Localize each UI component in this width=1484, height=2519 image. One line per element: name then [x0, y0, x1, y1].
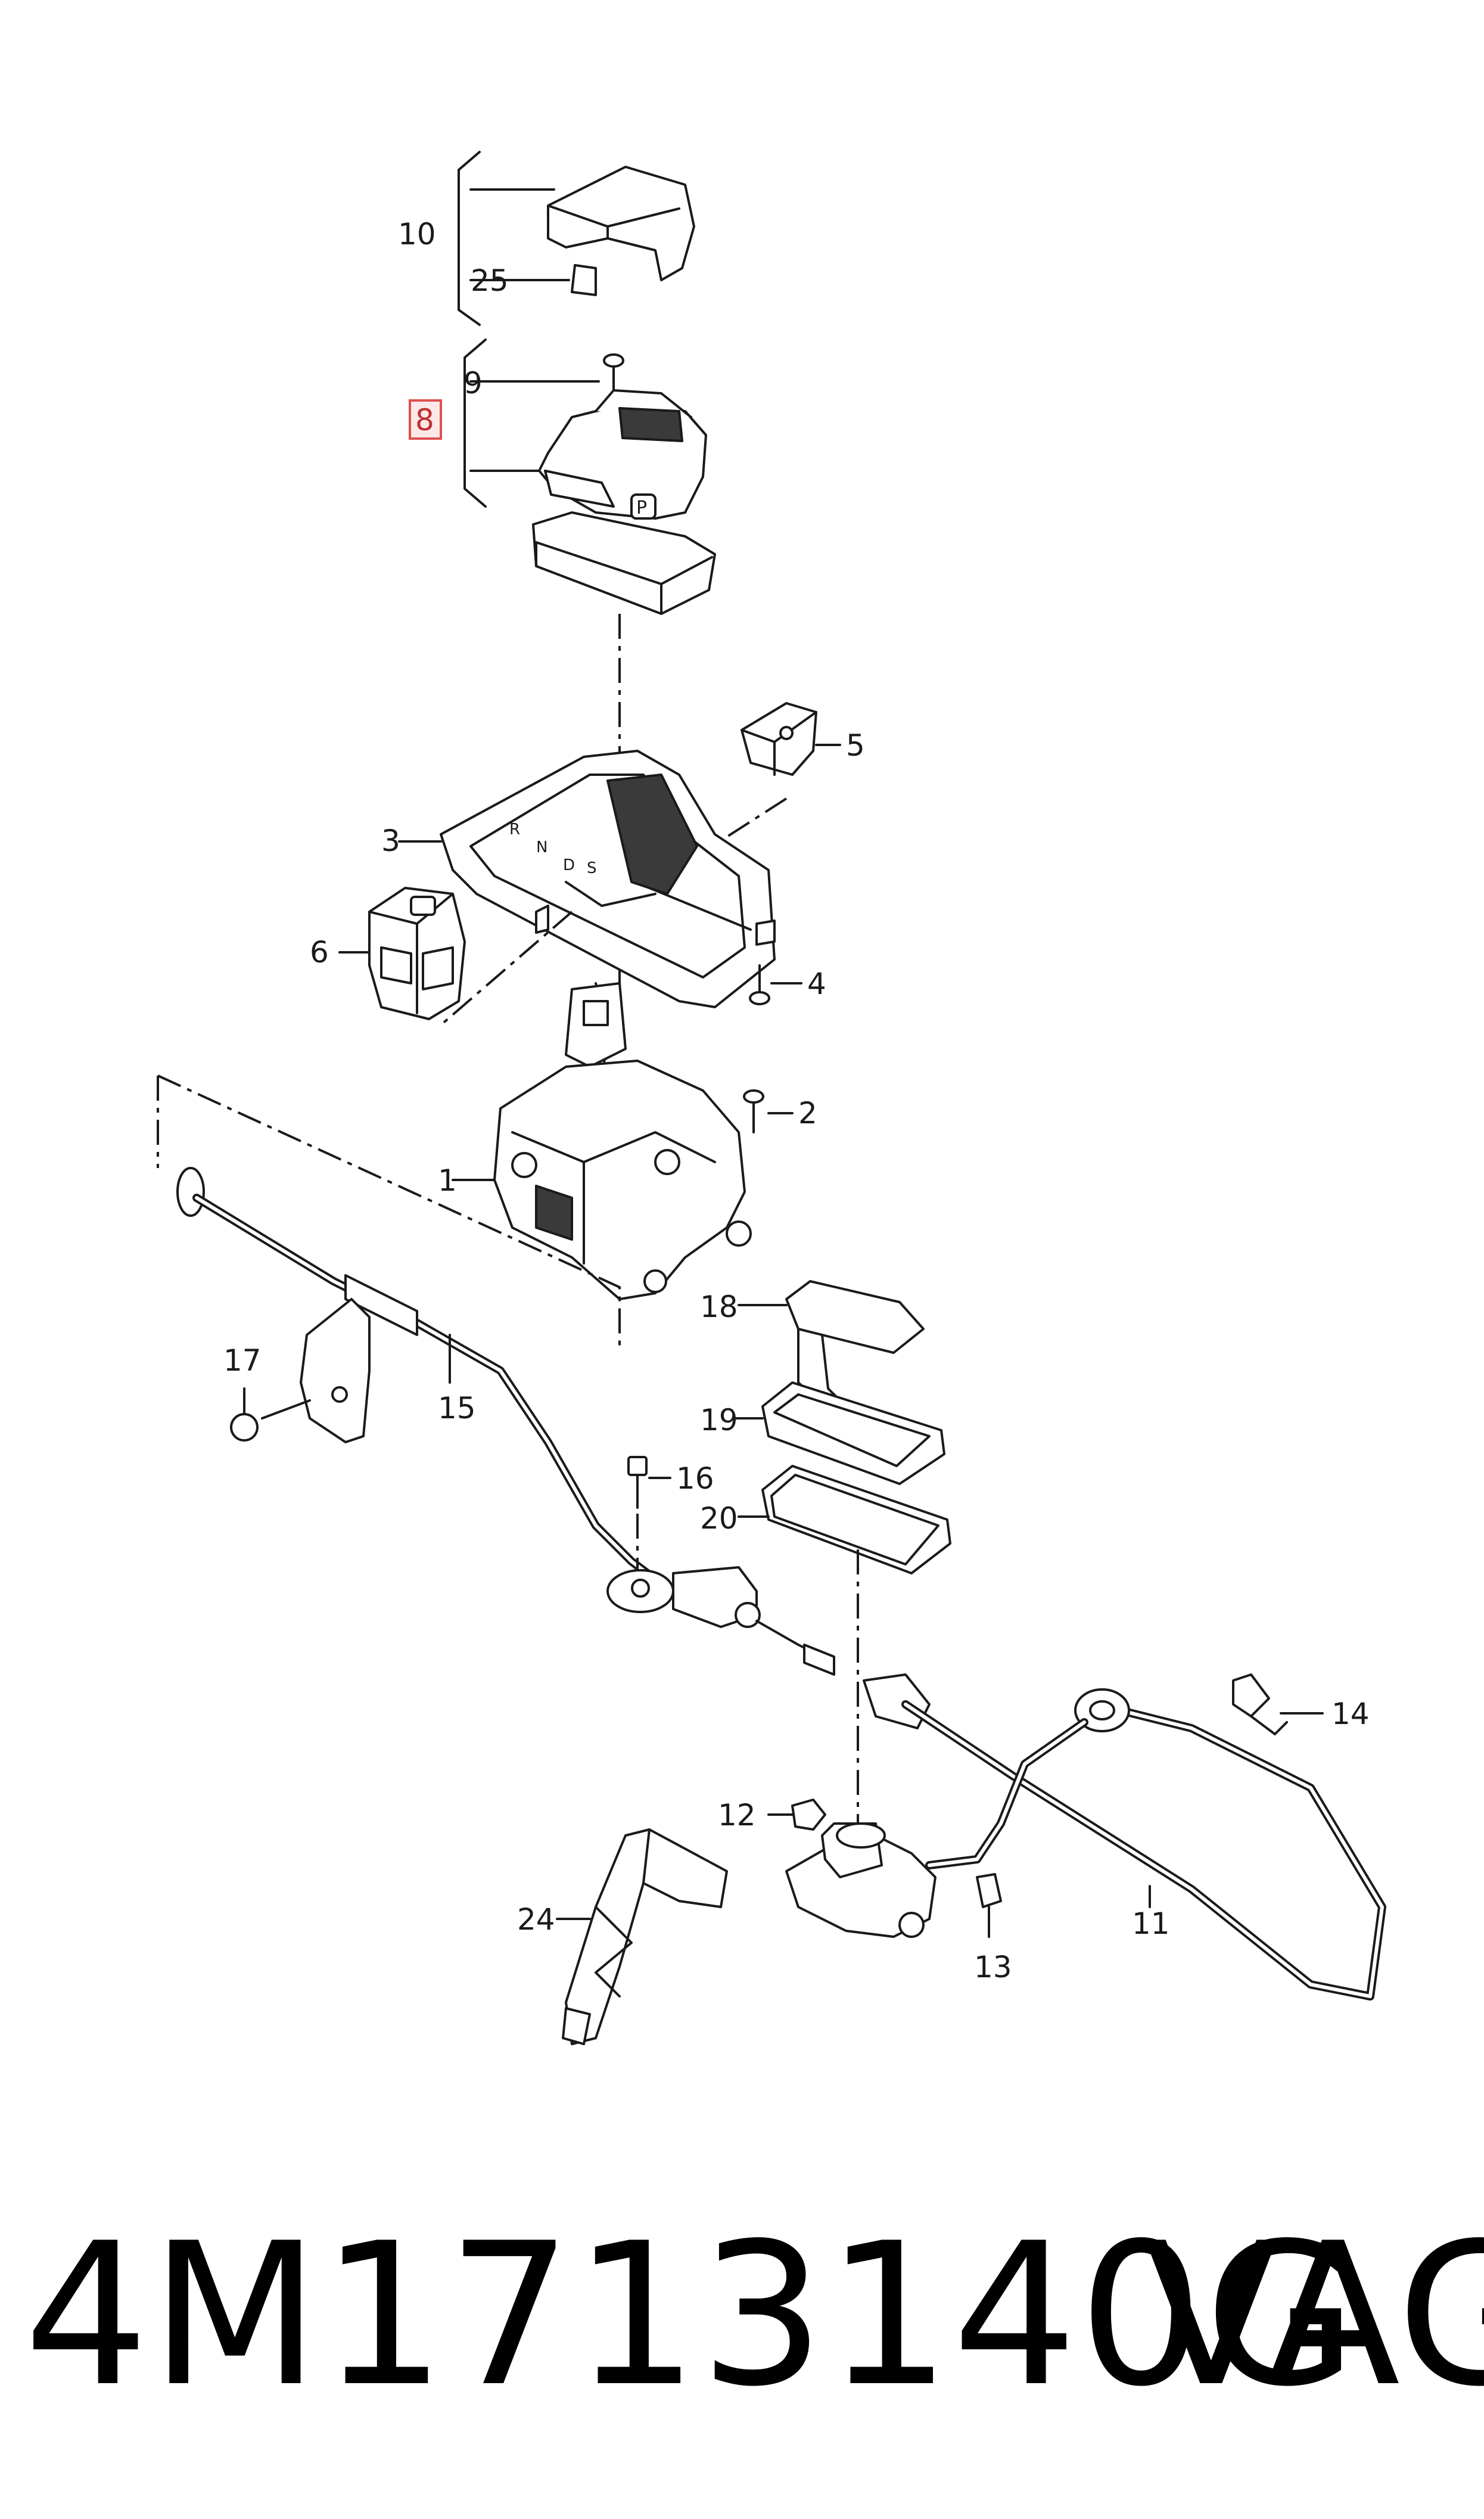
gear-letter-n: N — [536, 838, 547, 856]
bolt-part-16 — [627, 1456, 671, 1573]
screw-part-4 — [749, 964, 802, 1005]
cable-adjuster — [606, 1566, 835, 1676]
callout-2: 2 — [798, 1096, 817, 1130]
callout-12: 12 — [718, 1798, 756, 1832]
callout-10: 10 — [398, 217, 436, 251]
part-number-text: 4M1713140G — [24, 2201, 1359, 2430]
switch-part-5 — [702, 702, 841, 853]
shift-gate-cover: R N D S — [398, 750, 776, 1026]
callout-3: 3 — [381, 824, 400, 858]
callout-1: 1 — [438, 1163, 457, 1198]
callout-4: 4 — [807, 967, 826, 1001]
cable-11 — [863, 1673, 1386, 2001]
callout-24: 24 — [517, 1902, 555, 1937]
cable-base-assembly — [767, 1799, 1002, 1938]
shift-mechanism-1 — [452, 982, 752, 1300]
callout-17: 17 — [223, 1343, 262, 1378]
callout-18: 18 — [700, 1290, 738, 1324]
callout-16: 16 — [676, 1461, 714, 1496]
screw-part-2 — [743, 1089, 794, 1133]
bracket-part-24 — [556, 1828, 728, 2045]
gear-letter-s: S — [587, 859, 597, 877]
park-button-letter: P — [636, 498, 647, 518]
callout-8-highlight — [409, 399, 442, 440]
cable-15 — [176, 1167, 659, 1583]
callout-25: 25 — [471, 263, 509, 298]
selector-lever-assembly: P — [463, 338, 716, 615]
gear-letter-r: R — [509, 821, 520, 838]
switch-module-6 — [338, 887, 466, 1020]
callout-6: 6 — [310, 935, 329, 970]
callout-15: 15 — [438, 1391, 476, 1425]
boot-and-seals — [732, 1280, 951, 1835]
callout-8: 8 — [415, 403, 434, 437]
callout-19: 19 — [700, 1403, 738, 1437]
dashed-guide-diagonal — [157, 1074, 621, 1347]
callout-9: 9 — [463, 366, 483, 400]
callout-13: 13 — [974, 1950, 1012, 1984]
gear-letter-d: D — [563, 856, 575, 874]
callout-14: 14 — [1331, 1697, 1370, 1731]
knob-cover-assembly — [458, 151, 695, 326]
brand-text: VAG — [1144, 2201, 1484, 2430]
callout-5: 5 — [846, 728, 865, 763]
callout-20: 20 — [700, 1501, 738, 1536]
callout-11: 11 — [1132, 1906, 1170, 1941]
